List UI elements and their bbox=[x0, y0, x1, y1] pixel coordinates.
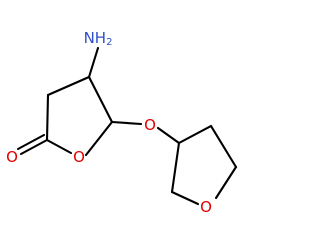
bond-thf-c4-c5 bbox=[209, 124, 238, 169]
ether-oxygen-label: O bbox=[144, 116, 156, 134]
amine-main: NH bbox=[84, 29, 107, 47]
bond-c4-c3 bbox=[46, 75, 91, 97]
bond-c2-o1 bbox=[45, 138, 73, 155]
bond-o1-c5 bbox=[84, 120, 114, 157]
bond-thf-o-c2 bbox=[170, 190, 200, 206]
bond-carbonyl-1 bbox=[19, 138, 49, 156]
bond-c3-c2 bbox=[45, 93, 50, 142]
carbonyl-oxygen-label: O bbox=[6, 148, 18, 166]
chemical-structure: NH2 O O O O bbox=[6, 29, 238, 216]
amine-subscript: 2 bbox=[106, 37, 112, 48]
bond-thf-c2-c3 bbox=[170, 141, 181, 194]
ring-oxygen-label: O bbox=[73, 148, 85, 166]
bond-thf-c3-c4 bbox=[177, 124, 213, 145]
thf-oxygen-label: O bbox=[200, 198, 212, 216]
bond-c5-oether bbox=[110, 120, 143, 126]
bond-oether-c3thf bbox=[156, 126, 181, 145]
bond-c4-n bbox=[87, 46, 100, 79]
bond-c5-c4 bbox=[87, 75, 114, 124]
bond-thf-c5-o bbox=[214, 165, 238, 200]
amine-label: NH2 bbox=[84, 29, 113, 48]
bond-carbonyl-2 bbox=[16, 133, 46, 151]
